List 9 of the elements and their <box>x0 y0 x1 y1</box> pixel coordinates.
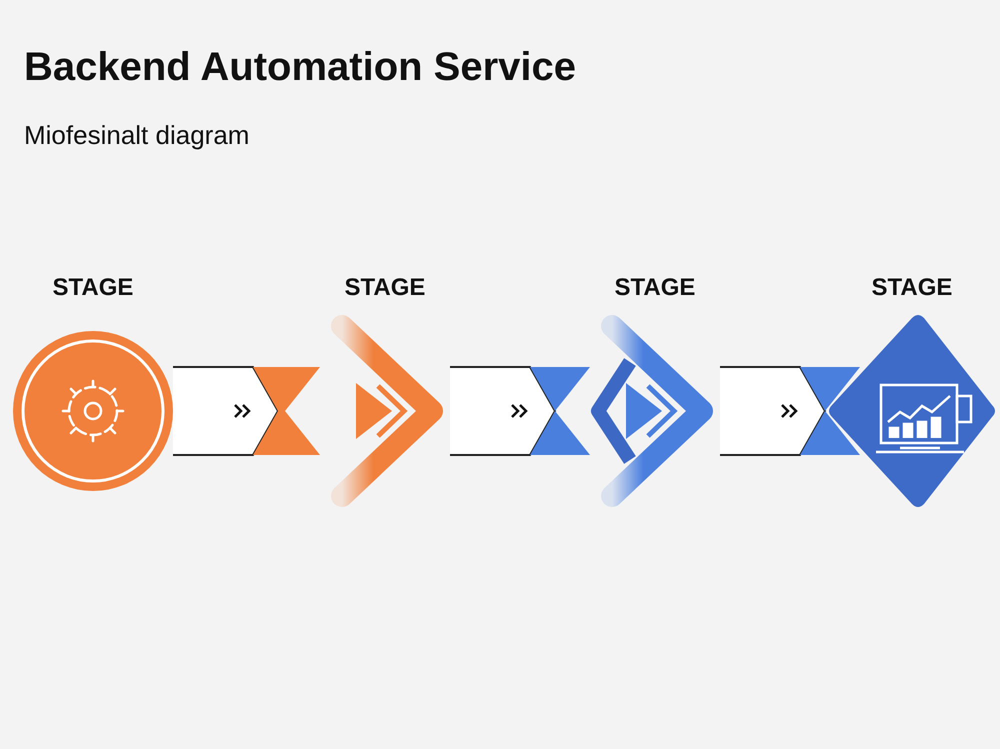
title: Backend Automation Service <box>24 44 576 91</box>
subtitle: Miofesinalt diagram <box>24 119 250 152</box>
stage-label: STAGE <box>870 273 954 303</box>
arrow <box>719 366 860 456</box>
arrow <box>172 366 320 456</box>
stage-label: STAGE <box>344 273 426 303</box>
arrow <box>449 366 590 456</box>
stage-label: STAGE <box>614 273 696 303</box>
stage-label: STAGE <box>52 273 134 303</box>
